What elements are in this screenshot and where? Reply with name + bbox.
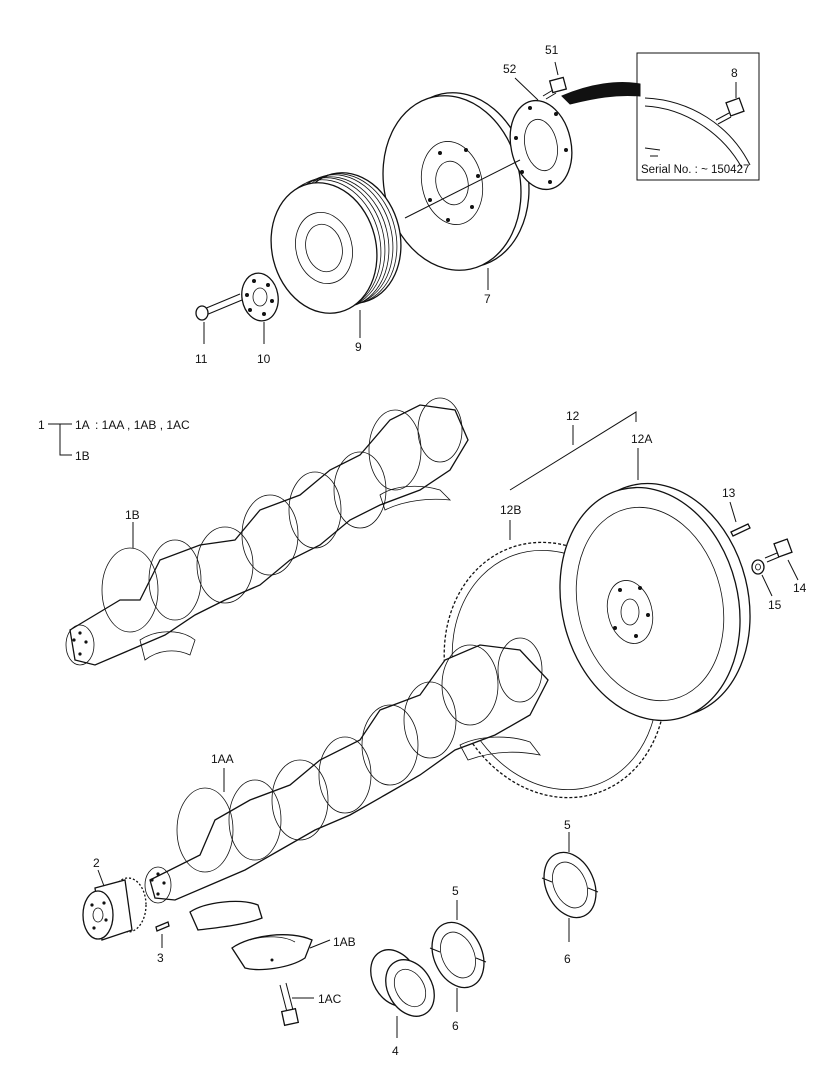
pin-3-icon <box>155 921 170 932</box>
bolt-11-icon <box>195 293 243 321</box>
callout-52: 52 <box>503 62 517 76</box>
washer-15-icon <box>751 559 765 575</box>
callout-14: 14 <box>793 581 807 595</box>
callout-1B-legend: 1B <box>75 449 90 463</box>
crankshaft-1AA <box>144 637 549 904</box>
bearing-shell-4 <box>370 949 435 1017</box>
callout-1AB: 1AB <box>333 935 356 949</box>
callout-1AA: 1AA <box>211 752 234 766</box>
callout-12: 12 <box>566 409 580 423</box>
callout-1: 1 <box>38 418 45 432</box>
gear-2 <box>82 877 147 941</box>
thrust-washer-5-6-a <box>429 921 487 989</box>
callout-12B: 12B <box>500 503 521 517</box>
callout-8: 8 <box>731 66 738 80</box>
callout-11: 11 <box>195 352 208 366</box>
callout-15: 15 <box>768 598 782 612</box>
bolt-1AC-icon <box>279 982 300 1027</box>
pulley-9 <box>270 172 402 314</box>
callout-51: 51 <box>545 43 559 57</box>
bolt-51-icon <box>542 76 568 100</box>
serial-label: Serial No. : ~ 150427 <box>641 164 749 176</box>
callout-12A: 12A <box>631 432 652 446</box>
callout-6a: 6 <box>452 1019 459 1033</box>
callout-1A-items: : 1AA , 1AB , 1AC <box>95 418 190 432</box>
callout-1B: 1B <box>125 508 140 522</box>
serial-inset: 8 Serial No. : ~ 150427 <box>561 52 760 181</box>
assembly-legend: 1 1A : 1AA , 1AB , 1AC 1B <box>38 418 190 463</box>
callout-7: 7 <box>484 292 491 306</box>
callout-1A: 1A <box>75 418 90 432</box>
plate-52 <box>509 99 573 191</box>
thrust-washer-5-6-b <box>541 851 599 919</box>
callout-9: 9 <box>355 340 362 354</box>
callout-6b: 6 <box>564 952 571 966</box>
callout-10: 10 <box>257 352 271 366</box>
flywheel-12A <box>559 482 751 722</box>
callout-5a: 5 <box>452 884 459 898</box>
bolt-8-icon <box>715 97 745 125</box>
leader-12 <box>509 411 637 491</box>
bolt-14-icon <box>764 538 793 563</box>
pin-13-icon <box>730 523 751 537</box>
callout-4: 4 <box>392 1044 399 1058</box>
washer-10 <box>241 272 279 322</box>
callout-13: 13 <box>722 486 736 500</box>
callout-5b: 5 <box>564 818 571 832</box>
callout-1AC: 1AC <box>318 992 342 1006</box>
callout-3: 3 <box>157 951 164 965</box>
crankshaft-1B <box>65 397 469 666</box>
callout-2: 2 <box>93 856 100 870</box>
bearing-cap-1AB <box>189 900 313 971</box>
